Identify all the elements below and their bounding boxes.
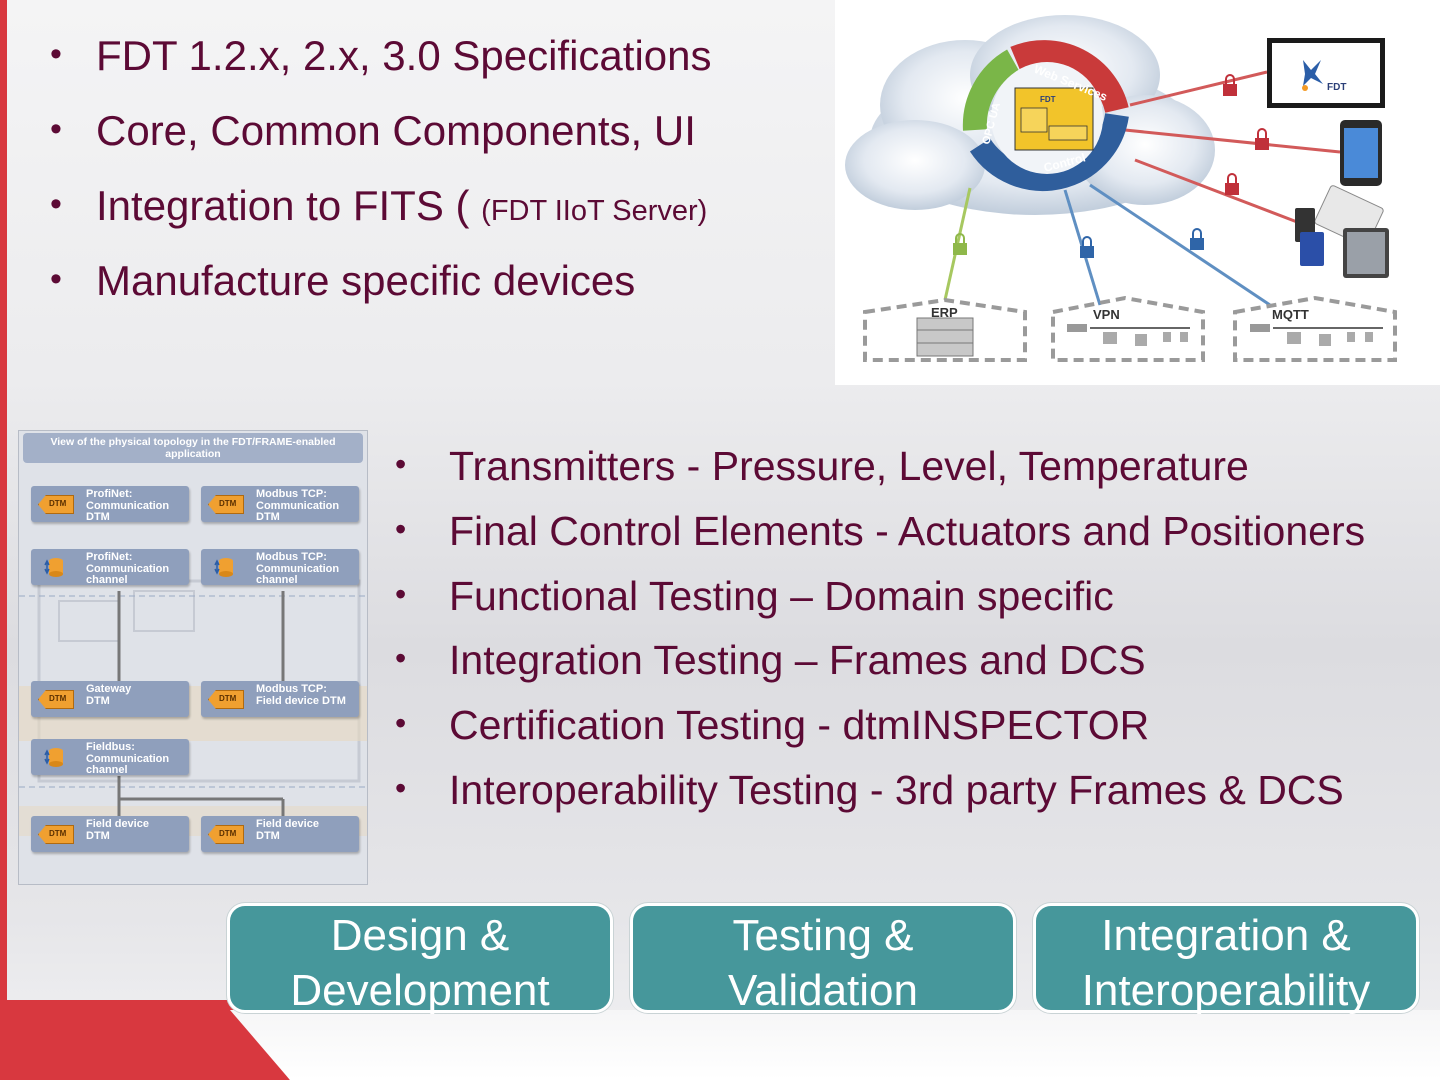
dtm-box: DTM Field device DTM — [201, 816, 359, 852]
dtm-tag-icon: DTM — [38, 495, 74, 514]
lock-icon — [1080, 236, 1094, 258]
physical-topology-diagram: View of the physical topology in the FDT… — [18, 430, 368, 885]
design-development-button[interactable]: Design &Development — [227, 903, 613, 1015]
dtm-box: DTM Gateway DTM — [31, 681, 189, 717]
bottom-wedge — [230, 1010, 1440, 1080]
dtm-box: DTM Modbus TCP: Communication DTM — [201, 486, 359, 523]
dtm-tag-icon: DTM — [38, 825, 74, 844]
svg-text:VPN: VPN — [1093, 307, 1120, 322]
dtm-tag-icon: DTM — [208, 495, 244, 514]
integration-interoperability-button[interactable]: Integration &Interoperability — [1033, 903, 1419, 1015]
lock-icon — [1223, 74, 1237, 96]
middle-bullet-list: Transmitters - Pressure, Level, Temperat… — [395, 438, 1365, 829]
bullet-item: Certification Testing - dtmINSPECTOR — [395, 697, 1365, 764]
topology-header: View of the physical topology in the FDT… — [23, 433, 363, 463]
smartphone-icon — [1340, 120, 1382, 186]
svg-text:MQTT: MQTT — [1272, 307, 1309, 322]
top-bullet-list: FDT 1.2.x, 2.x, 3.0 Specifications Core,… — [50, 28, 712, 330]
channel-box: Modbus TCP: Communication channel — [201, 549, 359, 586]
dtm-box: DTM ProfiNet: Communication DTM — [31, 486, 189, 523]
bullet-item: Manufacture specific devices — [50, 253, 712, 330]
dtm-tag-icon: DTM — [208, 825, 244, 844]
lock-icon — [953, 233, 967, 255]
channel-box: Fieldbus: Communication channel — [31, 739, 189, 776]
dtm-box: DTM Modbus TCP: Field device DTM — [201, 681, 359, 717]
vpn-zone: VPN — [1051, 295, 1205, 362]
bullet-item: Integration Testing – Frames and DCS — [395, 632, 1365, 699]
cloud-connectivity-graphic: FDT OPC UA Web Services Control FDT — [835, 0, 1440, 385]
channel-icon — [44, 748, 63, 767]
dtm-box: DTM Field device DTM — [31, 816, 189, 852]
channel-box: ProfiNet: Communication channel — [31, 549, 189, 586]
bullet-item: Transmitters - Pressure, Level, Temperat… — [395, 438, 1365, 505]
bullet-item: FDT 1.2.x, 2.x, 3.0 Specifications — [50, 28, 712, 105]
left-accent-stripe — [0, 0, 7, 1080]
lock-icon — [1190, 228, 1204, 250]
bullet-item: Final Control Elements - Actuators and P… — [395, 503, 1365, 570]
bullet-item: Interoperability Testing - 3rd party Fra… — [395, 762, 1365, 829]
lock-icon — [1225, 173, 1239, 195]
channel-icon — [214, 558, 233, 577]
svg-text:FDT: FDT — [1040, 95, 1056, 104]
erp-zone: ERP — [863, 297, 1027, 362]
bullet-item: Integration to FITS ( (FDT IIoT Server) — [50, 178, 712, 255]
dtm-tag-icon: DTM — [38, 690, 74, 709]
mqtt-zone: MQTT — [1233, 295, 1397, 362]
bullet-item: Core, Common Components, UI — [50, 103, 712, 180]
lock-icon — [1255, 128, 1269, 150]
bullet-item: Functional Testing – Domain specific — [395, 568, 1365, 635]
fdt-ring-logo: FDT — [962, 40, 1129, 191]
bullet-subnote: (FDT IIoT Server) — [481, 195, 708, 227]
svg-text:ERP: ERP — [931, 305, 958, 320]
svg-text:FDT: FDT — [1327, 82, 1346, 93]
channel-icon — [44, 558, 63, 577]
testing-validation-button[interactable]: Testing &Validation — [630, 903, 1016, 1015]
dtm-tag-icon: DTM — [208, 690, 244, 709]
monitor-device-icon: FDT — [1267, 38, 1385, 108]
tablet-devices-icon — [1295, 185, 1389, 278]
